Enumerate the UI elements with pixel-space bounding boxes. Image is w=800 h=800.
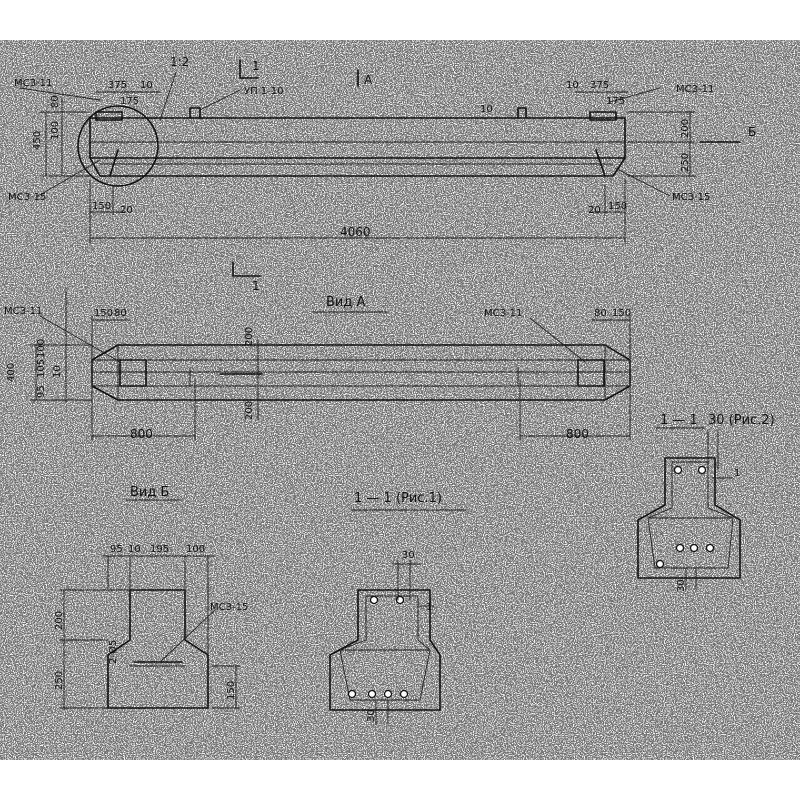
view-a-title: Вид А xyxy=(326,295,365,310)
dim-200-right: 200 xyxy=(680,119,691,138)
dim-150-b: 150 xyxy=(226,681,237,700)
rebar-fig2-top-right xyxy=(697,465,707,475)
label-mcz15-br: МСЗ-15 xyxy=(672,192,710,203)
label-section-top: 1 xyxy=(252,59,260,73)
dim-175-right: 175 xyxy=(606,96,625,107)
rebar-fig2-bottom-1 xyxy=(655,559,665,569)
dim-250-right: 250 xyxy=(680,153,691,172)
rebar-fig1-top-left xyxy=(369,595,379,605)
dim-100-left: 100 xyxy=(50,121,61,140)
section-fig2-suffix: 30 (Рис.2) xyxy=(708,413,775,428)
rebar-fig1-bottom-2 xyxy=(367,689,377,699)
dim-175-left: 175 xyxy=(120,96,139,107)
rebar-fig1-bottom-3 xyxy=(383,689,393,699)
rebar-fig2-bottom-2 xyxy=(675,543,685,553)
dim-200-b: 200 xyxy=(54,611,65,630)
dim-80-left: 80 xyxy=(50,95,61,108)
dim-200-a-top: 200 xyxy=(244,327,255,346)
dim-10-b: 10 xyxy=(128,544,141,555)
dim-100-b: 100 xyxy=(186,544,205,555)
rebar-fig2-top-left xyxy=(673,465,683,475)
dim-10-left: 10 xyxy=(140,80,153,91)
dim-800-a-right: 800 xyxy=(566,427,589,441)
dim-30-fig1-top: 30 xyxy=(402,550,415,561)
section-fig1 xyxy=(329,509,467,725)
rebar-fig1-bottom-1 xyxy=(347,689,357,699)
rebar-fig2-bottom-3 xyxy=(689,543,699,553)
label-mcz11-tr: МСЗ-11 xyxy=(676,84,714,95)
dim-80-a-right: 80 xyxy=(594,308,607,319)
label-section-bottom: 1 xyxy=(252,279,260,293)
dim-375-left: 375 xyxy=(108,80,127,91)
dim-105-a: 105 xyxy=(36,359,47,378)
dim-100-a: 100 xyxy=(36,339,47,358)
section-fig1-title: 1 — 1 (Рис.1) xyxy=(354,491,442,506)
dim-30-fig1-bottom: 30 xyxy=(366,709,377,722)
dim-10-a: 10 xyxy=(52,365,63,378)
end-view-b xyxy=(59,499,241,711)
dim-95-b: 95 xyxy=(110,544,123,555)
dim-450: 450 xyxy=(32,131,43,150)
dim-20-br: 20 xyxy=(588,205,601,216)
dim-150-a-left: 150 xyxy=(94,308,113,319)
dim-195-b: 195 xyxy=(150,544,169,555)
rebar-fig2-bottom-4 xyxy=(705,543,715,553)
section-fig2-title: 1 — 1 xyxy=(660,413,698,428)
dim-1-fig2: 1 xyxy=(734,468,740,479)
dim-80-a-left: 80 xyxy=(114,308,127,319)
view-b-title: Вид Б xyxy=(130,485,169,500)
dim-150-br: 150 xyxy=(608,201,627,212)
dim-250-b: 250 xyxy=(54,671,65,690)
dim-10-top-mid: 10 xyxy=(480,104,493,115)
label-detail-ref: 1:2 xyxy=(170,55,189,69)
dim-400: 400 xyxy=(6,363,17,382)
dim-30-fig2-bottom: 30 xyxy=(676,579,687,592)
label-mcz11-tl: МСЗ-11 xyxy=(14,78,52,89)
dim-95-a: 95 xyxy=(36,385,47,398)
label-mcz11-a-right: МСЗ-11 xyxy=(484,308,522,319)
label-bars-b: 2-Ø5 xyxy=(107,640,119,664)
label-mcz15-bl: МСЗ-15 xyxy=(8,192,46,203)
dim-20-bl: 20 xyxy=(120,205,133,216)
plan-view-a xyxy=(29,287,631,441)
dim-10-right: 10 xyxy=(566,80,579,91)
section-fig2 xyxy=(637,427,741,591)
elevation-view xyxy=(19,59,741,277)
rebar-fig1-bottom-4 xyxy=(399,689,409,699)
dim-1-fig1: 1 xyxy=(426,602,432,613)
label-mcz11-a-left: МСЗ-11 xyxy=(4,306,42,317)
dim-150-a-right: 150 xyxy=(612,308,631,319)
dim-4060: 4060 xyxy=(340,225,371,239)
label-view-b-arrow: Б xyxy=(748,125,756,139)
dim-375-right: 375 xyxy=(590,80,609,91)
dim-800-a-left: 800 xyxy=(130,427,153,441)
dim-150-bl: 150 xyxy=(92,201,111,212)
label-view-a-arrow: А xyxy=(364,73,373,87)
label-up110: УП 1-10 xyxy=(244,86,284,97)
label-mcz15-b: МСЗ-15 xyxy=(210,602,248,613)
dim-200-a-bottom: 200 xyxy=(244,401,255,420)
